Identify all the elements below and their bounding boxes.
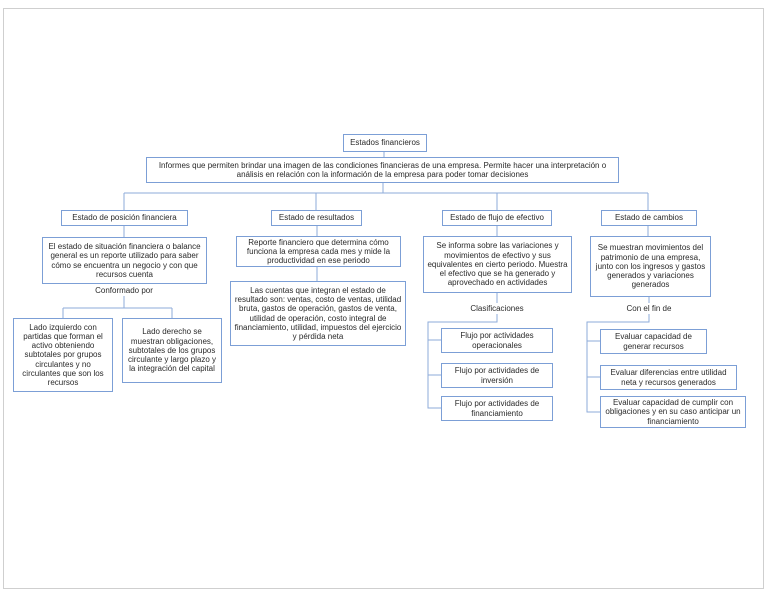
node-estados-financieros[interactable]: Estados financieros	[343, 134, 427, 152]
node-flujo-inversion[interactable]: Flujo por actividades de inversión	[441, 363, 553, 388]
node-resultados-cuentas[interactable]: Las cuentas que integran el estado de re…	[230, 281, 406, 346]
node-posicion-lado-izquierdo[interactable]: Lado izquierdo con partidas que forman e…	[13, 318, 113, 392]
node-intro-description[interactable]: Informes que permiten brindar una imagen…	[146, 157, 619, 183]
connector-label-conformado-por: Conformado por	[74, 285, 174, 296]
node-flujo-financiamiento[interactable]: Flujo por actividades de financiamiento	[441, 396, 553, 421]
node-estado-posicion-financiera[interactable]: Estado de posición financiera	[61, 210, 188, 226]
node-estado-flujo-efectivo[interactable]: Estado de flujo de efectivo	[442, 210, 552, 226]
node-cambios-generar-recursos[interactable]: Evaluar capacidad de generar recursos	[600, 329, 707, 354]
node-posicion-description[interactable]: El estado de situación financiera o bala…	[42, 237, 207, 284]
connector-label-clasificaciones: Clasificaciones	[447, 303, 547, 314]
connector-label-con-el-fin-de: Con el fin de	[599, 303, 699, 314]
node-estado-cambios[interactable]: Estado de cambios	[601, 210, 697, 226]
node-resultados-description[interactable]: Reporte financiero que determina cómo fu…	[236, 236, 401, 267]
node-flujo-description[interactable]: Se informa sobre las variaciones y movim…	[423, 236, 572, 293]
node-cambios-cumplir-obligaciones[interactable]: Evaluar capacidad de cumplir con obligac…	[600, 396, 746, 428]
node-cambios-description[interactable]: Se muestran movimientos del patrimonio d…	[590, 236, 711, 297]
node-estado-resultados[interactable]: Estado de resultados	[271, 210, 362, 226]
node-flujo-operacionales[interactable]: Flujo por actividades operacionales	[441, 328, 553, 353]
node-posicion-lado-derecho[interactable]: Lado derecho se muestran obligaciones, s…	[122, 318, 222, 383]
node-cambios-diferencias[interactable]: Evaluar diferencias entre utilidad neta …	[600, 365, 737, 390]
